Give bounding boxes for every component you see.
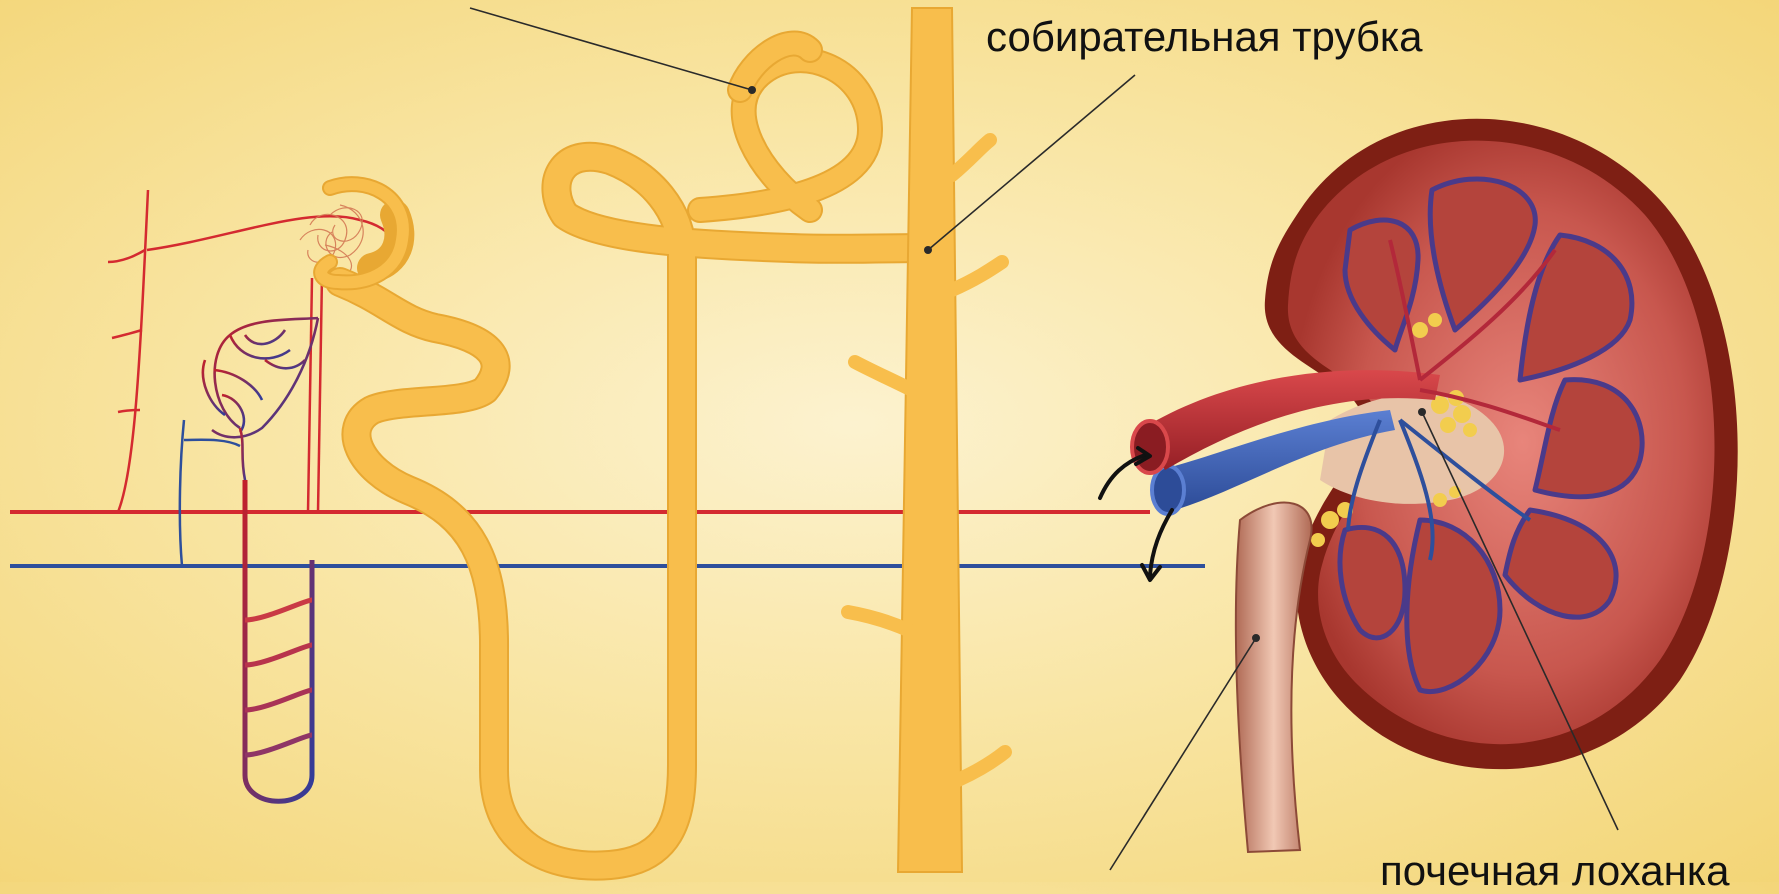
- ureter: [1236, 503, 1312, 852]
- efferent-vein: [180, 420, 240, 566]
- nephron-tubule: [340, 44, 925, 866]
- renal-pelvis-label: почечная лоханка: [1380, 850, 1729, 892]
- kidney: [1132, 119, 1738, 852]
- peritubular-capillaries: [203, 318, 318, 512]
- vasa-recta: [245, 480, 312, 801]
- collecting-duct-label: собирательная трубка: [986, 16, 1423, 58]
